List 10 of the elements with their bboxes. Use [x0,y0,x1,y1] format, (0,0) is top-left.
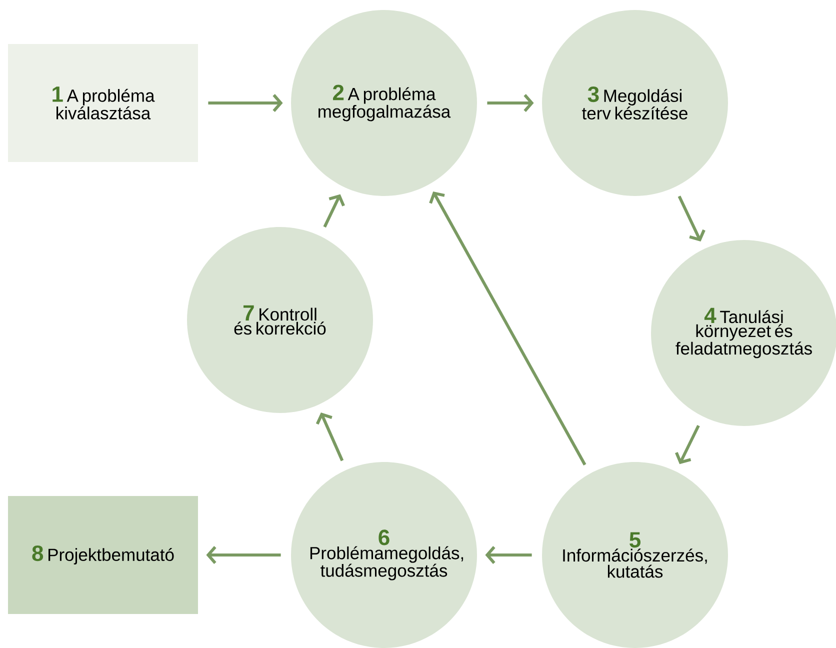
arrow [678,196,706,242]
arrow [208,94,283,112]
arrow [206,546,281,564]
arrow [487,94,534,112]
step-box: 8 Projektbemutató [8,496,198,614]
arrow [485,546,532,564]
arrow [323,194,345,228]
arrow [316,412,344,462]
arrow [675,424,700,464]
arrow [429,191,586,466]
